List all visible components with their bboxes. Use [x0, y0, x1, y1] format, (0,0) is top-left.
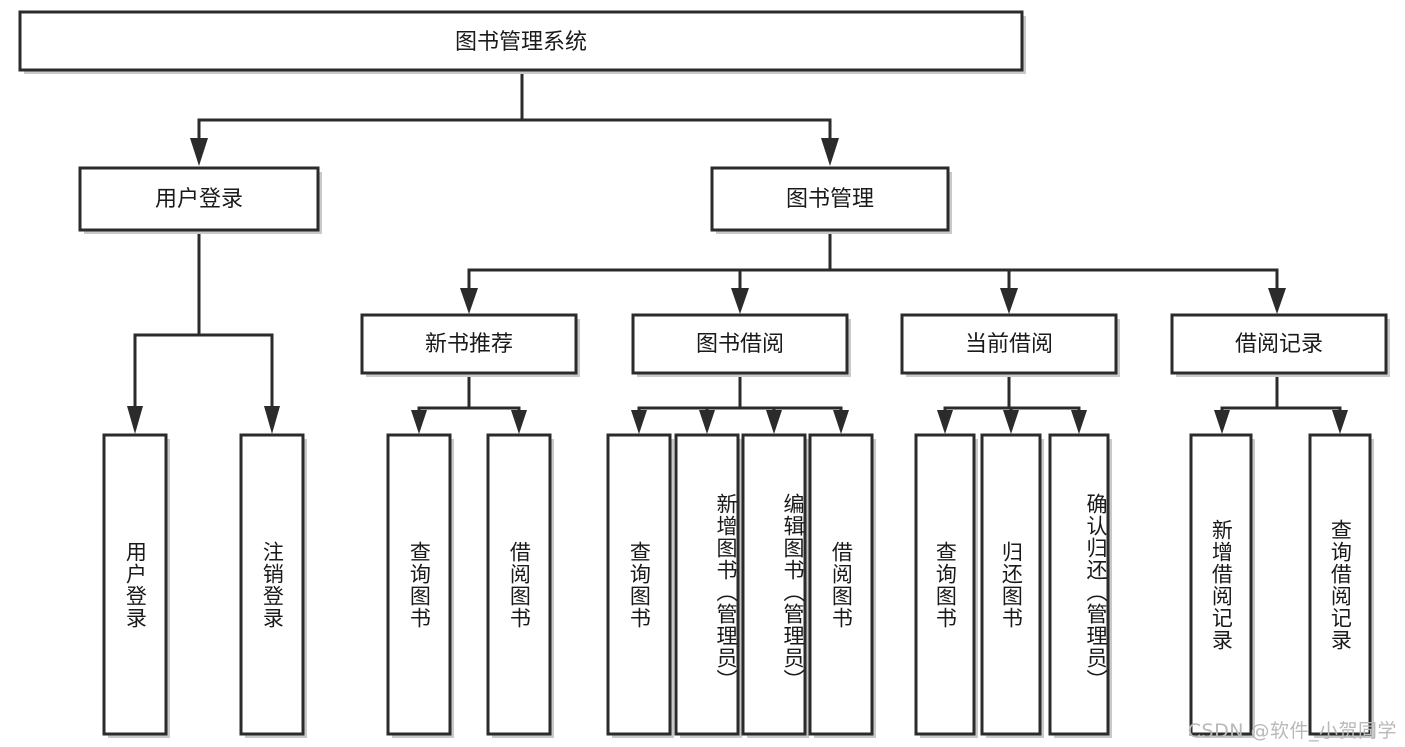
node-new-book-recommend-box: [360, 313, 578, 375]
node-root-box: [18, 10, 1024, 72]
arrow-head-book-borrow-leaf0: [631, 410, 647, 434]
node-user-login-box: [78, 166, 320, 232]
arrow-head-book-borrow-leaf3: [833, 410, 849, 434]
leaf-borrow-record-0-box[interactable]: [1189, 433, 1253, 736]
node-book-borrow-box: [631, 313, 849, 375]
edge-group-borrow-record: [1214, 373, 1348, 434]
arrow-head-current-borrow-leaf1: [1003, 410, 1019, 434]
node-borrow-record[interactable]: 借阅记录: [1170, 313, 1390, 377]
leaf-book-borrow-2-box[interactable]: [741, 433, 807, 736]
arrow-head-user-login: [190, 138, 208, 166]
arrow-head-book-borrow-leaf2: [766, 410, 782, 434]
edge-group-current-borrow: [937, 373, 1087, 434]
leaf-new-book-1-box[interactable]: [486, 433, 552, 736]
leaf-user-login-1-box[interactable]: [239, 433, 305, 736]
leaf-current-borrow-1-box[interactable]: [980, 433, 1042, 736]
edge-group-book-manage: [460, 230, 1286, 314]
arrow-head-book-borrow: [731, 288, 749, 314]
node-borrow-record-box: [1170, 313, 1388, 375]
arrow-head-borrow-record-leaf1: [1332, 410, 1348, 434]
leaf-current-borrow-2-box[interactable]: [1048, 433, 1110, 736]
arrow-head-borrow-record-leaf0: [1214, 410, 1230, 434]
leaf-group-book-borrow: [606, 433, 876, 738]
node-root[interactable]: 图书管理系统: [18, 10, 1026, 74]
edge-group-book-borrow: [631, 373, 849, 434]
arrow-head-current-borrow-leaf0: [937, 410, 953, 434]
node-new-book-recommend-label: 新书推荐: [425, 332, 513, 357]
leaf-book-borrow-0-box[interactable]: [606, 433, 672, 736]
node-book-borrow[interactable]: 图书借阅: [631, 313, 851, 377]
arrow-head-user-login-leaf1: [264, 406, 280, 434]
csdn-watermark: CSDN @软件_小贺同学: [1187, 720, 1397, 742]
arrow-head-book-borrow-leaf1: [699, 410, 715, 434]
arrow-head-current-borrow-leaf2: [1071, 410, 1087, 434]
node-current-borrow[interactable]: 当前借阅: [900, 313, 1120, 377]
edge-group-user-login: [127, 230, 280, 434]
node-borrow-record-label: 借阅记录: [1235, 332, 1323, 357]
arrow-head-book-manage: [821, 138, 839, 166]
arrow-head-current-borrow: [1000, 288, 1018, 314]
arrow-head-new-book: [460, 288, 478, 314]
node-current-borrow-label: 当前借阅: [965, 332, 1053, 357]
leaf-group-borrow-record: [1189, 433, 1374, 738]
edge-group-new-book: [411, 373, 527, 434]
node-user-login[interactable]: 用户登录: [78, 166, 322, 234]
leaf-group-new-book-recommend: [386, 433, 554, 738]
arrow-head-new-book-leaf1: [511, 410, 527, 434]
node-book-manage[interactable]: 图书管理: [710, 166, 952, 234]
arrow-head-borrow-record: [1268, 288, 1286, 314]
node-book-manage-box: [710, 166, 950, 232]
arrow-head-user-login-leaf0: [127, 406, 143, 434]
node-new-book-recommend[interactable]: 新书推荐: [360, 313, 580, 377]
node-current-borrow-box: [900, 313, 1118, 375]
leaf-book-borrow-1-box[interactable]: [674, 433, 740, 736]
leaf-new-book-0-box[interactable]: [386, 433, 452, 736]
node-root-label: 图书管理系统: [455, 30, 587, 55]
leaf-current-borrow-0-box[interactable]: [914, 433, 976, 736]
node-book-manage-label: 图书管理: [786, 187, 874, 212]
arrow-head-new-book-leaf0: [411, 410, 427, 434]
leaf-group-user-login: [102, 433, 307, 738]
edge-group-root: [190, 68, 839, 166]
node-book-borrow-label: 图书借阅: [696, 332, 784, 357]
leaf-user-login-0-box[interactable]: [102, 433, 168, 736]
leaf-book-borrow-3-box[interactable]: [808, 433, 874, 736]
leaf-group-current-borrow: [914, 433, 1112, 738]
node-user-login-label: 用户登录: [155, 187, 243, 212]
leaf-borrow-record-1-box[interactable]: [1308, 433, 1372, 736]
